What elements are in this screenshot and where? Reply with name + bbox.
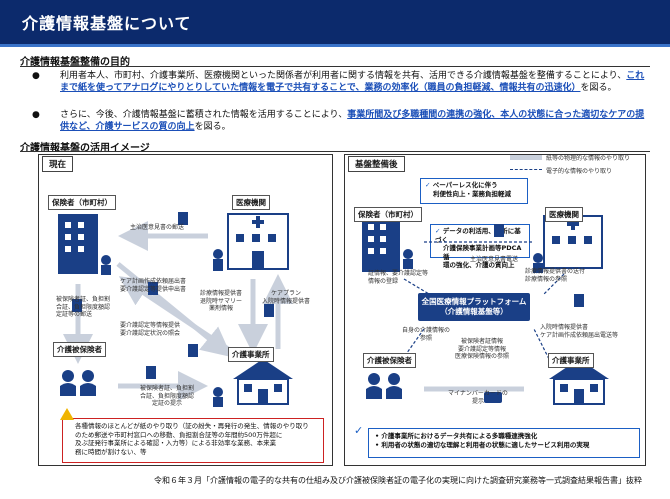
national-medical-platform: 全国医療情報プラットフォーム （介護情報基盤等） bbox=[418, 293, 530, 321]
callout-2-line-b: 介護保険事業計画等PDCA循 bbox=[443, 244, 522, 261]
page-title: 介護情報基盤について bbox=[22, 14, 192, 33]
card-icon bbox=[484, 392, 502, 403]
insurer-building-icon bbox=[362, 216, 413, 272]
usage-heading: 介護情報基盤の活用イメージ bbox=[20, 143, 150, 154]
current-present-label: 被保険者証、負担割 合証、負担限度額認 定証の提示 bbox=[140, 385, 195, 407]
legend-electronic-swatch bbox=[510, 169, 542, 170]
source-footer: 令和６年３月「介護情報の電子的な共有の仕組み及び介護被保険者証の電子化の実現に向… bbox=[154, 476, 642, 485]
insurer-building-icon bbox=[58, 214, 111, 275]
title-bar: 介護情報基盤について bbox=[0, 0, 670, 44]
future-opinion-label: 主治医意見書電送 bbox=[470, 256, 519, 263]
future-hospital-label: 医療機関 bbox=[545, 207, 583, 222]
future-share-label: 入院時情報提供書 ケア計画作成依頼届出電送等 bbox=[540, 324, 619, 339]
purpose-bullet-1: ● 利用者本人、市町村、介護事業所、医療機関といった関係者が利用者に関する情報を共… bbox=[32, 70, 650, 94]
future-callout-data: ✓ データの利活用、分析に基づく 介護保険事業計画等PDCA循 環の強化、介護の… bbox=[430, 224, 530, 269]
current-insurer-label: 保険者（市町村） bbox=[48, 195, 116, 210]
document-icon bbox=[72, 212, 274, 379]
future-cert-label: 証情報、要介護認定等 情報の登録 bbox=[368, 270, 429, 285]
issue-line-3: 及ぶ証発行事業所による確認・入力等）による非効率な業務、本来業 bbox=[75, 439, 277, 447]
issue-line-1: 各種情報のほとんどが紙のやり取り（証の紛失・再発行の発生、情報のやり取り bbox=[75, 422, 309, 430]
bullet-1-highlight: これまで紙を使ってアナログにやりとりしていた情報を電子で共有することで、業務の効… bbox=[60, 71, 645, 93]
purpose-bullet-2: ● さらに、今後、介護情報基盤に蓄積された情報を活用することにより、事業所間及び多… bbox=[32, 109, 650, 133]
current-hospital-label: 医療機関 bbox=[232, 195, 270, 210]
legend-electronic: 電子的な情報のやり取り bbox=[546, 168, 613, 175]
platform-line-b: （介護情報基盤等） bbox=[440, 307, 508, 316]
provider-house-icon bbox=[549, 359, 609, 405]
current-provider-label: 介護事業所 bbox=[228, 347, 274, 362]
future-provider-label: 介護事業所 bbox=[548, 353, 594, 368]
issue-line-2: のため郵送や市町村窓口への移動、負担割合証等の年間約500万件超に bbox=[75, 430, 283, 439]
bullet-dot: ● bbox=[32, 110, 40, 120]
current-opinion-label: 主治医意見書の郵送 bbox=[130, 224, 185, 231]
warning-icon bbox=[60, 408, 74, 420]
callout-1-line-a: ペーパーレス化に伴う bbox=[432, 181, 498, 189]
legend-paper: 紙等の物理的な情報のやり取り bbox=[546, 155, 631, 162]
current-insured-label: 介護被保険者 bbox=[53, 342, 106, 357]
future-mynumber-label: マイナンバーカードの 提示 bbox=[448, 390, 508, 405]
future-diagram bbox=[362, 215, 609, 405]
insured-people-icon bbox=[60, 370, 96, 396]
callout-2-line-c: 環の強化、介護の質向上 bbox=[443, 261, 515, 269]
current-careplan-label: ケアプラン 入院時情報提供書 bbox=[262, 290, 311, 305]
benefit-line-2: 利用者の状態の適切な理解と利用者の状態に適したサービス利用の実現 bbox=[381, 441, 590, 449]
future-insured-label: 介護被保険者 bbox=[363, 353, 416, 368]
usage-divider bbox=[20, 151, 650, 152]
bullet-dot: ● bbox=[32, 71, 40, 81]
callout-2-line-a: データの利活用、分析に基づく bbox=[435, 227, 521, 244]
title-underline bbox=[0, 44, 670, 47]
future-insurer-label: 保険者（市町村） bbox=[354, 207, 422, 222]
purpose-divider bbox=[20, 66, 650, 67]
future-callout-paperless: ✓ ペーパーレス化に伴う 利便性向上・業務負担軽減 bbox=[420, 178, 528, 204]
check-icon: ✓ bbox=[354, 424, 364, 437]
bullet-1-tail: を図る。 bbox=[580, 83, 617, 93]
current-cert-label: 被保険者証、負担割 合証、負担限度額認 定証等の郵送 bbox=[56, 296, 111, 318]
future-self-label: 自身の介護情報の 参照 bbox=[402, 327, 451, 342]
bullet-1-text: 利用者本人、市町村、介護事業所、医療機関といった関係者が利用者に関する情報を共有… bbox=[60, 71, 627, 81]
callout-1-line-b: 利便性向上・業務負担軽減 bbox=[433, 189, 511, 198]
current-plan-label: ケア計画作成依頼届出書 要介護認定等提供申出書 bbox=[120, 278, 187, 293]
bullet-2-tail: を図る。 bbox=[194, 122, 231, 132]
future-diag-label: 診療情報提供書の送付 診療情報の参照 bbox=[525, 268, 586, 283]
current-diag-label: 診療情報提供書 退院時サマリー 薬剤情報 bbox=[200, 290, 243, 312]
hospital-building-icon bbox=[533, 215, 603, 273]
provider-house-icon bbox=[213, 359, 293, 407]
issue-line-4: 務に時間が割けない、等 bbox=[75, 447, 147, 456]
current-issue-box: 各種情報のほとんどが紙のやり取り（証の紛失・再発行の発生、情報のやり取り のため… bbox=[62, 418, 324, 463]
document-icon bbox=[494, 224, 584, 307]
future-status-label: 被保険者証情報 要介護認定等情報 医療保険情報の参照 bbox=[455, 338, 510, 360]
current-diagram bbox=[58, 212, 293, 407]
bullet-2-highlight: 事業所間及び多職種間の連携の強化、本人の状態に合った適切なケアの提供など、介護サ… bbox=[60, 110, 645, 132]
bullet-2-text: さらに、今後、介護情報基盤に蓄積された情報を活用することにより、 bbox=[60, 110, 348, 120]
legend-paper-swatch bbox=[510, 155, 542, 160]
platform-line-a: 全国医療情報プラットフォーム bbox=[421, 297, 527, 306]
insured-people-icon bbox=[366, 373, 402, 399]
purpose-heading: 介護情報基盤整備の目的 bbox=[20, 57, 130, 68]
future-tag: 基盤整備後 bbox=[348, 156, 405, 172]
current-status-label: 要介護認定等情報提供 要介護認定状況の照会 bbox=[120, 322, 181, 337]
benefit-line-1: 介護事業所におけるデータ共有による多職種連携強化 bbox=[381, 432, 538, 440]
current-tag: 現在 bbox=[42, 156, 74, 172]
hospital-building-icon bbox=[213, 213, 289, 271]
future-benefits-box: • 介護事業所におけるデータ共有による多職種連携強化 • 利用者の状態の適切な理… bbox=[368, 428, 640, 458]
